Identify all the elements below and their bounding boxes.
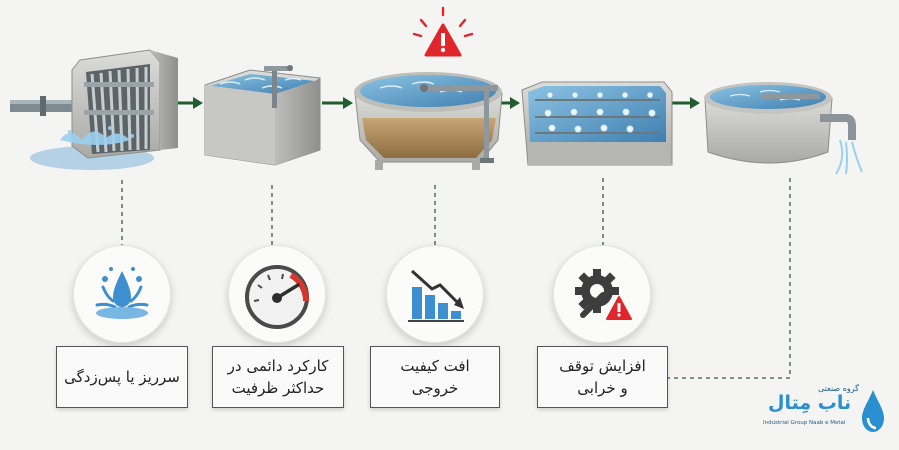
- label-overflow-line-1: سرریز یا پس‌زدگی: [64, 368, 180, 386]
- icon-circle-quality: [386, 245, 484, 343]
- flow-arrow-2: [322, 97, 353, 109]
- label-quality-drop-line-1: افت کیفیت: [400, 357, 470, 375]
- label-quality-drop-line-2: خروجی: [411, 379, 459, 397]
- gear-wrench-warning-icon: [575, 269, 632, 320]
- final-clarifier-stage: [704, 82, 863, 175]
- logo-small-text: گروه صنعتی: [818, 384, 859, 393]
- flow-arrows: [168, 97, 700, 109]
- declining-bar-chart-icon: [408, 269, 464, 322]
- label-downtime: افزایش توقف و خرابی: [537, 346, 668, 408]
- icon-circle-downtime: [553, 245, 651, 343]
- bar-screen-stage: [10, 49, 178, 170]
- label-downtime-line-1: افزایش توقف: [559, 357, 646, 375]
- water-drop-logo-icon: [862, 390, 884, 432]
- label-max-capacity-line-2: حداکثر ظرفیت: [231, 379, 325, 397]
- icon-circle-gauge: [228, 245, 326, 343]
- label-max-capacity-line-1: کارکرد دائمی در: [227, 357, 329, 375]
- label-max-capacity: کارکرد دائمی در حداکثر ظرفیت: [212, 346, 344, 408]
- flow-arrow-4: [672, 97, 700, 109]
- icon-circle-overflow: [73, 245, 171, 343]
- equalization-tank-stage: [204, 65, 321, 166]
- label-overflow: سرریز یا پس‌زدگی: [56, 346, 188, 408]
- pressure-gauge-icon: [245, 265, 310, 329]
- clarifier-sludge-stage: [354, 72, 503, 170]
- aeration-basin-stage: [521, 81, 673, 166]
- label-downtime-line-2: و خرابی: [577, 379, 628, 397]
- logo-english-text: Industrial Group Naab e Metal: [763, 420, 846, 426]
- warning-triangle-icon: [412, 6, 474, 57]
- dashed-connectors: [121, 178, 791, 379]
- logo-brand-text: ناب مِتال: [768, 392, 852, 414]
- label-quality-drop: افت کیفیت خروجی: [370, 346, 500, 408]
- water-splash-icon: [95, 267, 149, 319]
